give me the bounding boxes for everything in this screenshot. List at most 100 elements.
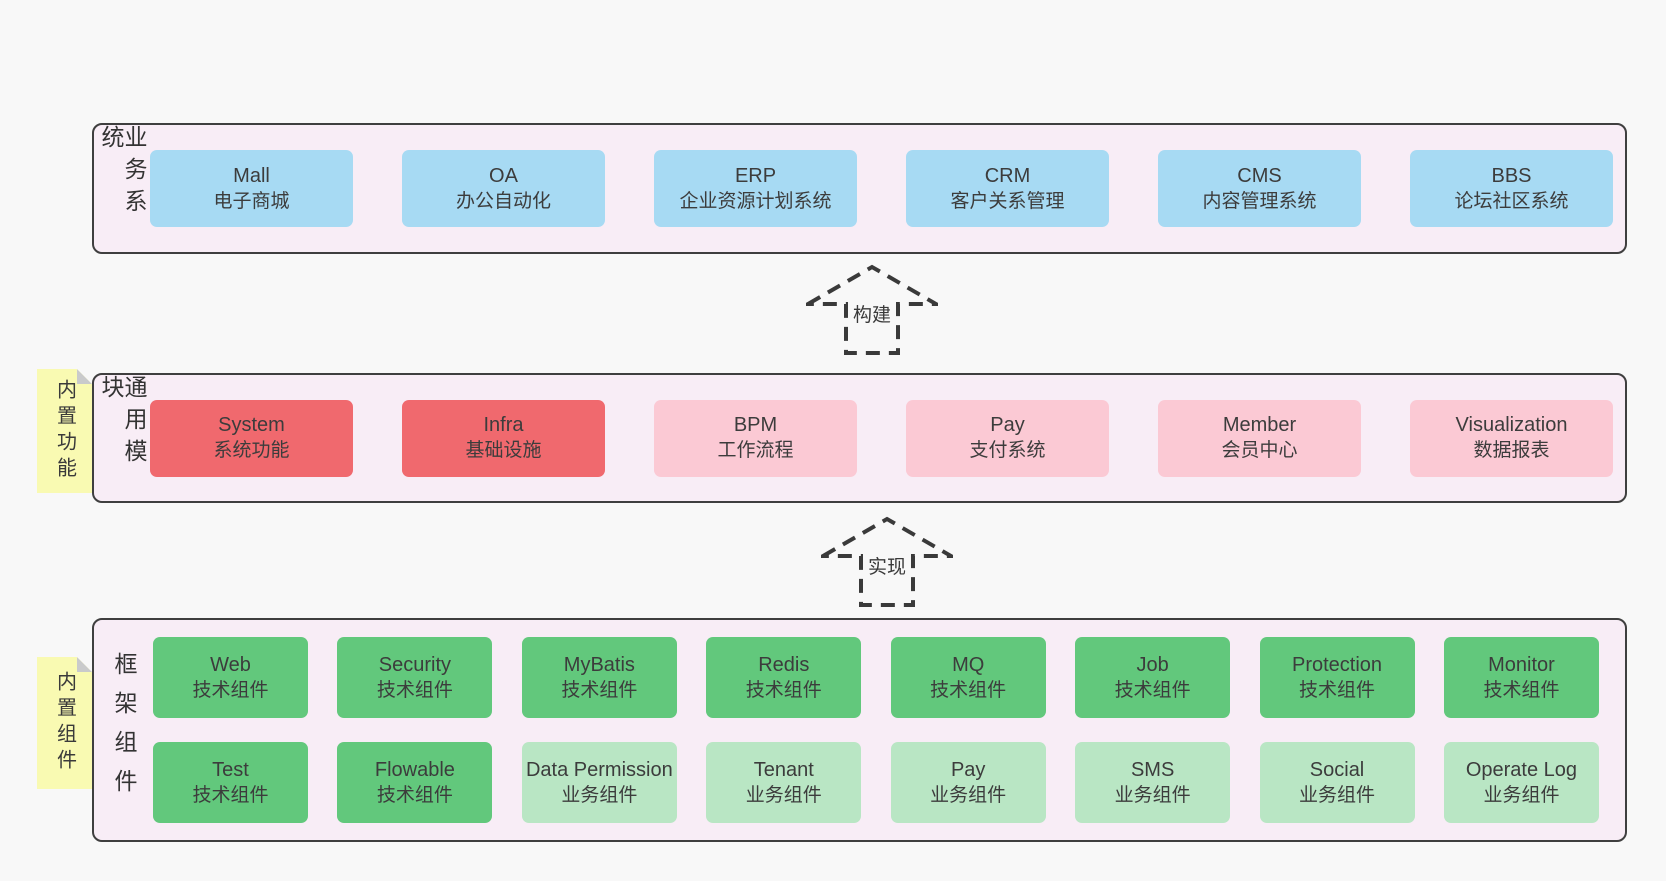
box-title: Operate Log [1465, 758, 1578, 781]
box-pay-module: Pay 支付系统 [906, 399, 1109, 477]
box-subtitle: 技术组件 [1483, 679, 1560, 701]
box-title: Pay [950, 758, 986, 781]
box-subtitle: 工作流程 [717, 440, 794, 461]
box-title: Redis [758, 653, 810, 676]
business-systems-label-column: 业务系统 [94, 125, 150, 252]
box-title: OA [489, 164, 518, 187]
business-systems-boxes: Mall 电子商城 OA 办公自动化 ERP 企业资源计划系统 CRM 客户关系… [150, 150, 1625, 227]
components-row-2: Test 技术组件 Flowable 技术组件 Data Permission … [153, 742, 1599, 823]
common-modules-label: 通用模块 [98, 375, 147, 471]
framework-components-rows: Web 技术组件 Security 技术组件 MyBatis 技术组件 Redi… [153, 637, 1625, 823]
box-subtitle: 技术组件 [192, 784, 269, 806]
box-subtitle: 业务组件 [745, 784, 822, 806]
box-title: Monitor [1488, 653, 1555, 676]
box-subtitle: 企业资源计划系统 [679, 190, 832, 212]
box-subtitle: 内容管理系统 [1202, 190, 1317, 212]
business-systems-label: 业务系统 [98, 125, 147, 221]
box-infra: Infra 基础设施 [402, 399, 605, 477]
box-operate-log: Operate Log 业务组件 [1443, 742, 1599, 823]
box-subtitle: 技术组件 [192, 679, 269, 701]
box-title: Visualization [1455, 414, 1568, 436]
box-subtitle: 技术组件 [930, 679, 1007, 701]
box-title: BBS [1491, 164, 1532, 187]
box-subtitle: 基础设施 [465, 440, 542, 461]
box-sms: SMS 业务组件 [1075, 742, 1231, 823]
box-subtitle: 业务组件 [1483, 784, 1560, 806]
box-title: Security [378, 653, 452, 676]
box-social: Social 业务组件 [1259, 742, 1415, 823]
box-system: System 系统功能 [150, 399, 353, 477]
box-subtitle: 客户关系管理 [950, 190, 1065, 212]
box-security: Security 技术组件 [337, 637, 493, 718]
box-subtitle: 业务组件 [930, 784, 1007, 806]
box-subtitle: 技术组件 [376, 679, 453, 701]
box-subtitle: 电子商城 [213, 190, 290, 212]
box-oa: OA 办公自动化 [402, 150, 605, 227]
box-monitor: Monitor 技术组件 [1443, 637, 1599, 718]
box-data-permission: Data Permission 业务组件 [521, 742, 677, 823]
box-job: Job 技术组件 [1075, 637, 1231, 718]
build-arrow-label: 构建 [848, 300, 896, 327]
box-title: MQ [952, 653, 985, 676]
box-title: ERP [734, 164, 777, 187]
box-protection: Protection 技术组件 [1259, 637, 1415, 718]
box-subtitle: 办公自动化 [455, 190, 551, 212]
box-title: CRM [984, 164, 1031, 187]
box-flowable: Flowable 技术组件 [337, 742, 493, 823]
sticky-fold-icon [77, 369, 92, 384]
box-subtitle: 技术组件 [376, 784, 453, 806]
components-row-1: Web 技术组件 Security 技术组件 MyBatis 技术组件 Redi… [153, 637, 1599, 718]
box-title: Mall [233, 164, 270, 187]
box-bpm: BPM 工作流程 [654, 399, 857, 477]
common-modules-label-column: 通用模块 [94, 375, 150, 501]
box-title: Web [210, 653, 251, 676]
box-bbs: BBS 论坛社区系统 [1410, 150, 1613, 227]
box-title: Flowable [374, 758, 455, 781]
box-title: SMS [1130, 758, 1175, 781]
box-subtitle: 业务组件 [1114, 784, 1191, 806]
box-subtitle: 技术组件 [745, 679, 822, 701]
built-in-features-sticky: 内置功能 [37, 369, 92, 493]
box-title: BPM [733, 414, 778, 436]
box-subtitle: 会员中心 [1221, 440, 1298, 461]
common-modules-panel: 通用模块 System 系统功能 Infra 基础设施 BPM 工作流程 Pay… [92, 373, 1627, 503]
box-pay-component: Pay 业务组件 [890, 742, 1046, 823]
box-subtitle: 论坛社区系统 [1454, 190, 1569, 212]
box-title: Infra [483, 414, 524, 436]
box-subtitle: 支付系统 [969, 440, 1046, 461]
box-title: Social [1309, 758, 1365, 781]
box-subtitle: 数据报表 [1473, 440, 1550, 461]
box-test: Test 技术组件 [153, 742, 308, 823]
box-title: Protection [1292, 653, 1383, 676]
box-title: Pay [990, 414, 1025, 436]
box-redis: Redis 技术组件 [706, 637, 862, 718]
box-title: Test [212, 758, 249, 781]
implement-arrow-label: 实现 [863, 552, 911, 579]
common-modules-boxes: System 系统功能 Infra 基础设施 BPM 工作流程 Pay 支付系统… [150, 399, 1625, 477]
box-subtitle: 技术组件 [1299, 679, 1376, 701]
box-subtitle: 业务组件 [561, 784, 638, 806]
build-arrow: 构建 [806, 264, 938, 356]
box-title: Member [1222, 414, 1297, 436]
box-subtitle: 业务组件 [1299, 784, 1376, 806]
implement-arrow: 实现 [821, 516, 953, 608]
dashed-up-arrow-icon [806, 264, 938, 355]
box-subtitle: 系统功能 [213, 440, 290, 461]
box-mq: MQ 技术组件 [890, 637, 1046, 718]
box-visualization: Visualization 数据报表 [1410, 399, 1613, 477]
box-tenant: Tenant 业务组件 [706, 742, 862, 823]
box-title: Data Permission [525, 758, 673, 781]
dashed-up-arrow-icon [821, 516, 953, 607]
box-subtitle: 技术组件 [561, 679, 638, 701]
box-mall: Mall 电子商城 [150, 150, 353, 227]
box-mybatis: MyBatis 技术组件 [521, 637, 677, 718]
framework-components-panel: 框架组件 Web 技术组件 Security 技术组件 MyBatis 技术组件… [92, 618, 1627, 842]
box-cms: CMS 内容管理系统 [1158, 150, 1361, 227]
box-title: Tenant [753, 758, 814, 781]
framework-components-label-column: 框架组件 [94, 620, 153, 840]
box-title: MyBatis [563, 653, 635, 676]
box-web: Web 技术组件 [153, 637, 308, 718]
built-in-components-sticky: 内置组件 [37, 657, 92, 789]
box-title: Job [1136, 653, 1169, 676]
sticky-text: 内置组件 [53, 671, 76, 775]
